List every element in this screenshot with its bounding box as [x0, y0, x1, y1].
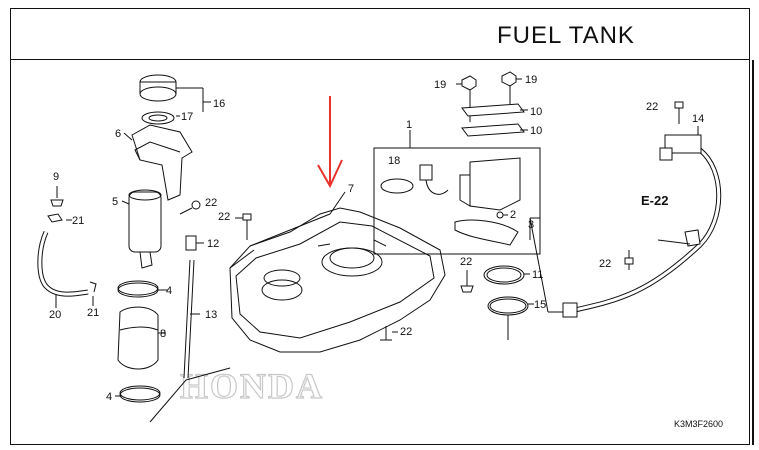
callout-22a: 22: [205, 197, 217, 209]
bolt-22-pump-part: [460, 270, 474, 293]
callout-4b: 4: [106, 391, 112, 403]
clip-part: [47, 213, 97, 306]
callout-22c: 22: [460, 256, 472, 268]
callout-3: 3: [528, 219, 534, 231]
bolt-22-hose-bottom-part: [624, 250, 634, 270]
callout-6: 6: [115, 128, 121, 140]
title-bar: [10, 8, 750, 60]
bolt-22-tank-part: [235, 213, 252, 240]
fuel-cap-part: [139, 74, 211, 112]
filler-neck-part: [121, 189, 162, 269]
callout-8: 8: [160, 328, 166, 340]
fuel-tank-part: [229, 191, 446, 353]
reference-label: E-22: [641, 193, 669, 208]
callout-18: 18: [388, 155, 400, 167]
red-arrow-annotation: [317, 96, 343, 189]
bolt-9-part: [50, 186, 64, 207]
drain-tube-part: [149, 259, 231, 423]
callout-20: 20: [49, 309, 61, 321]
callout-12: 12: [207, 238, 219, 250]
callout-16: 16: [213, 98, 225, 110]
callout-5: 5: [112, 196, 118, 208]
callout-14: 14: [692, 113, 704, 125]
callout-22f: 22: [599, 258, 611, 270]
callout-22e: 22: [646, 101, 658, 113]
callout-2: 2: [510, 209, 516, 221]
bolt-22-neck-part: [179, 200, 201, 215]
grommet-part: [185, 235, 204, 251]
fuel-hose-part: [529, 126, 722, 318]
lower-clamp-part: [115, 385, 161, 403]
callout-21b: 21: [87, 307, 99, 319]
callout-17: 17: [181, 111, 193, 123]
callout-11: 11: [532, 269, 543, 281]
nut-19-part: [456, 71, 522, 122]
callout-9: 9: [53, 171, 59, 183]
honda-watermark: HONDA: [180, 366, 324, 406]
callout-13: 13: [205, 309, 217, 321]
seal-15-part: [487, 296, 534, 340]
callout-10a: 10: [530, 106, 542, 118]
callout-7: 7: [348, 183, 354, 195]
page-title: FUEL TANK: [497, 22, 635, 49]
connector-hose-part: [117, 306, 166, 370]
callout-22b: 22: [218, 211, 230, 223]
diagram-frame: [10, 8, 750, 445]
callout-22d: 22: [400, 326, 412, 338]
fuel-pump-assembly-part: [373, 130, 541, 255]
callout-labels: 1 2 3 4 4 5 6 7 8 9 10 10 11 12 13 14 15…: [49, 74, 704, 403]
bolt-22-hose-top-part: [674, 101, 684, 124]
filler-funnel-part: [123, 124, 193, 201]
cap-seal-part: [141, 111, 180, 125]
callout-15: 15: [534, 299, 546, 311]
right-margin-line: [752, 60, 754, 445]
callout-19a: 19: [434, 79, 446, 91]
plates-10-part: [461, 103, 528, 137]
diagram-code: K3M3F2600: [674, 419, 724, 429]
callout-19b: 19: [525, 74, 537, 86]
upper-clamp-part: [117, 280, 168, 298]
callout-1: 1: [406, 119, 412, 131]
breather-tube-part: [37, 230, 89, 308]
callout-21a: 21: [72, 215, 84, 227]
o-ring-part: [483, 265, 530, 285]
callout-10b: 10: [530, 125, 542, 137]
callout-4a: 4: [166, 285, 172, 297]
